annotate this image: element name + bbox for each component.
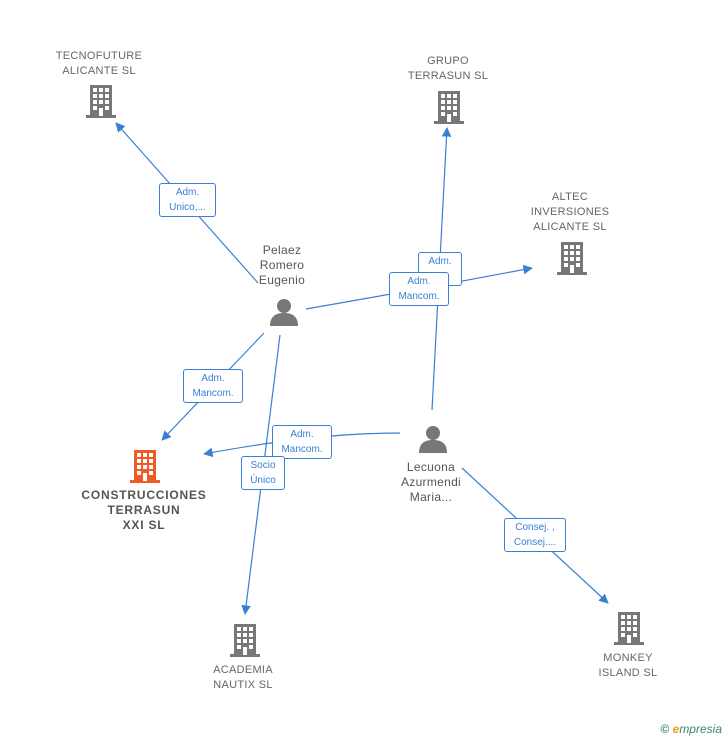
pelaez-label-line3: Eugenio — [258, 273, 306, 287]
edge-label-adm-mancom-lecuona[interactable]: Adm. Mancom. — [272, 425, 332, 459]
lecuona-label-line3: Maria... — [409, 490, 453, 504]
grupo-terrasun-label[interactable]: GRUPO TERRASUN SL — [390, 54, 506, 84]
academia-building-icon[interactable] — [230, 624, 260, 657]
edge-label-e6-line1: Socio — [250, 460, 276, 471]
edge-label-e7-line2: Consej.... — [513, 537, 557, 548]
monkey-building-icon[interactable] — [614, 612, 644, 645]
edge-label-e7-line1: Consej. , — [515, 522, 555, 533]
edge-label-e1-line2: Unico,... — [169, 202, 206, 213]
altec-label-line1: ALTEC — [551, 191, 589, 203]
lecuona-label-line1: Lecuona — [406, 460, 456, 474]
lecuona-label-line2: Azurmendi — [400, 475, 462, 489]
pelaez-label-line1: Pelaez — [262, 243, 302, 257]
edge-label-adm-unico[interactable]: Adm. Unico,... — [159, 183, 216, 217]
grupo-terrasun-label-line2: TERRASUN SL — [407, 70, 489, 82]
altec-building-icon[interactable] — [557, 242, 587, 275]
academia-label[interactable]: ACADEMIA NAUTIX SL — [193, 663, 293, 693]
brand-rest: mpresia — [679, 722, 722, 736]
altec-label-line3: ALICANTE SL — [533, 221, 607, 233]
tecnofuture-building-icon[interactable] — [86, 85, 116, 118]
edge-label-e3-line2: Mancom. — [398, 291, 440, 302]
edge-label-e6-line2: Único — [250, 475, 276, 486]
pelaez-label[interactable]: Pelaez Romero Eugenio — [232, 243, 332, 288]
edge-label-adm-mancom-pelaez[interactable]: Adm. Mancom. — [183, 369, 243, 403]
edge-label-consej[interactable]: Consej. , Consej.... — [504, 518, 566, 552]
pelaez-person-icon[interactable] — [270, 299, 298, 326]
tecnofuture-label-line2: ALICANTE SL — [62, 65, 136, 77]
empresia-logo[interactable]: © empresia — [660, 722, 722, 736]
construcciones-label-line1: CONSTRUCCIONES — [81, 488, 207, 502]
monkey-label-line1: MONKEY — [603, 652, 653, 664]
construcciones-building-icon[interactable] — [130, 450, 160, 483]
grupo-terrasun-building-icon[interactable] — [434, 91, 464, 124]
construcciones-label-line2: TERRASUN — [107, 503, 181, 517]
lecuona-label[interactable]: Lecuona Azurmendi Maria... — [381, 460, 481, 505]
edge-label-e2-line1: Adm. — [428, 256, 452, 267]
altec-label[interactable]: ALTEC INVERSIONES ALICANTE SL — [512, 190, 628, 235]
lecuona-person-icon[interactable] — [419, 426, 447, 453]
edge-label-socio-unico[interactable]: Socio Único — [241, 456, 285, 490]
edge-label-e4-line1: Adm. — [201, 373, 225, 384]
monkey-label-line2: ISLAND SL — [598, 667, 658, 679]
construcciones-label[interactable]: CONSTRUCCIONES TERRASUN XXI SL — [74, 488, 214, 533]
tecnofuture-label[interactable]: TECNOFUTURE ALICANTE SL — [40, 49, 158, 79]
academia-label-line1: ACADEMIA — [213, 664, 273, 676]
edge-label-e3-line1: Adm. — [407, 276, 431, 287]
tecnofuture-label-line1: TECNOFUTURE — [55, 50, 143, 62]
copyright-icon: © — [660, 722, 670, 736]
altec-label-line2: INVERSIONES — [530, 206, 610, 218]
monkey-label[interactable]: MONKEY ISLAND SL — [578, 651, 678, 681]
edge-label-adm-mancom-altec[interactable]: Adm. Mancom. — [389, 272, 449, 306]
edge-label-e1-line1: Adm. — [175, 187, 200, 198]
academia-label-line2: NAUTIX SL — [213, 679, 273, 691]
pelaez-label-line2: Romero — [259, 258, 305, 272]
brand-e: e — [672, 722, 680, 736]
construcciones-label-line3: XXI SL — [122, 518, 166, 532]
edge-label-e5-line2: Mancom. — [281, 444, 323, 455]
grupo-terrasun-label-line1: GRUPO — [427, 55, 469, 67]
edge-label-e5-line1: Adm. — [290, 429, 314, 440]
edge-label-e4-line2: Mancom. — [192, 388, 234, 399]
